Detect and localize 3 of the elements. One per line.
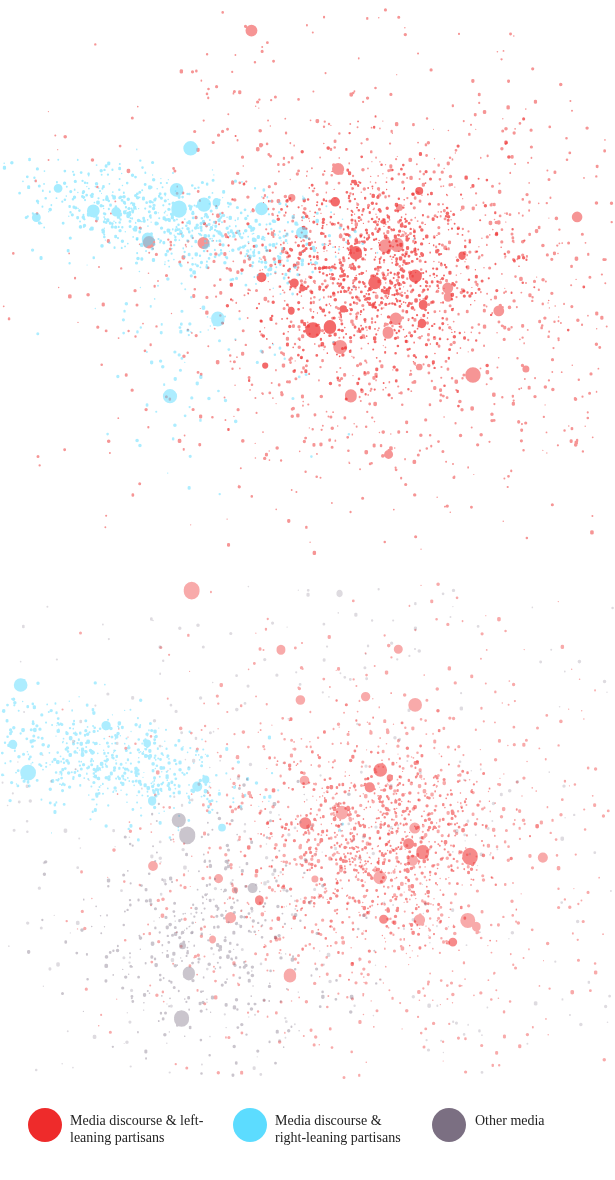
legend-label: Media discourse & left-leaning partisans xyxy=(70,1112,205,1146)
legend-label: Other media xyxy=(475,1112,546,1129)
legend-label: Media discourse & right-leaning partisans xyxy=(275,1112,402,1146)
